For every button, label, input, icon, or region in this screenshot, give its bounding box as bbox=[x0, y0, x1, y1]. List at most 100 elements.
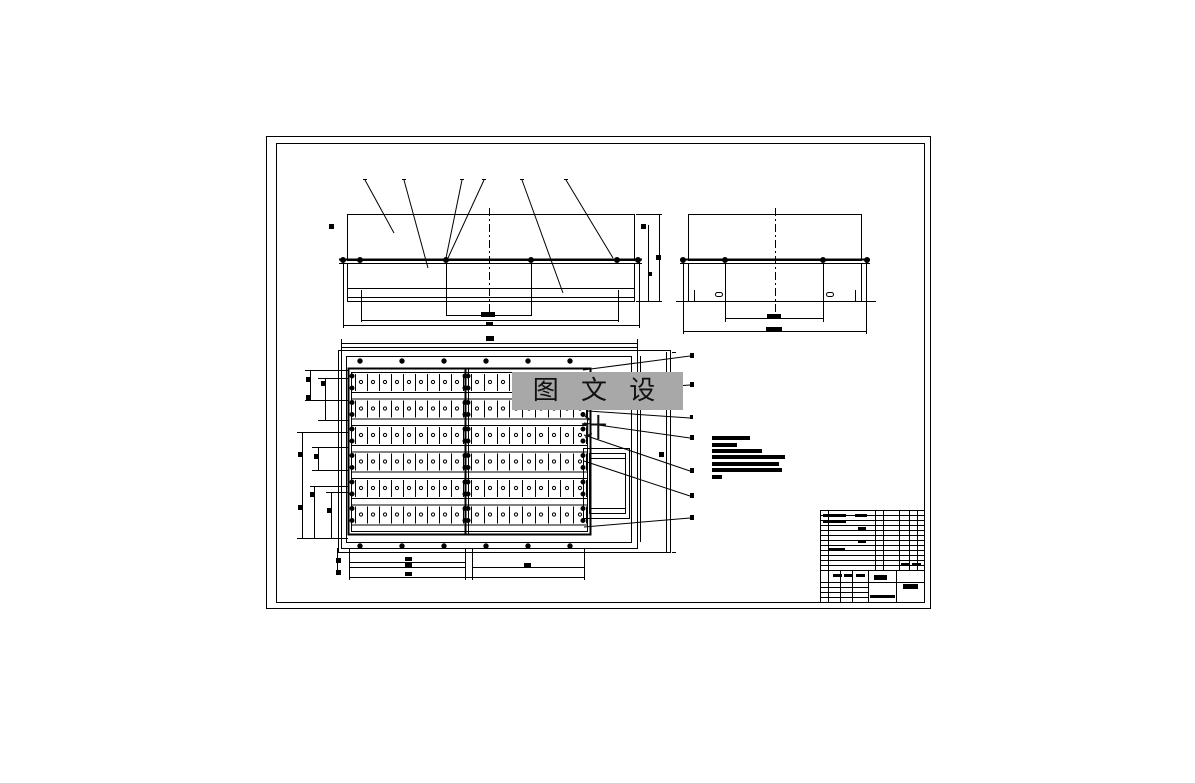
bolt-hole bbox=[474, 459, 480, 464]
bolt-hole bbox=[418, 512, 424, 517]
title-block bbox=[820, 510, 925, 603]
frame-bolt bbox=[525, 358, 531, 364]
row-bolt bbox=[465, 385, 471, 391]
bolt-hole bbox=[382, 406, 388, 411]
bolt-hole bbox=[370, 432, 376, 438]
bolt-hole bbox=[513, 459, 519, 464]
frame-bolt bbox=[483, 543, 489, 549]
bolt-hole bbox=[442, 459, 448, 464]
row-bolt bbox=[465, 465, 471, 470]
row-bolt bbox=[349, 426, 355, 432]
side-view bbox=[676, 208, 876, 334]
bolt-hole bbox=[394, 432, 400, 438]
bolt-hole bbox=[487, 485, 493, 491]
row-bolt bbox=[465, 438, 471, 444]
bolt-hole bbox=[370, 459, 376, 464]
bolt-hole bbox=[577, 459, 583, 464]
bolt-hole bbox=[358, 406, 364, 411]
bolt-hole bbox=[370, 512, 376, 517]
row-bolt bbox=[349, 479, 355, 485]
bolt-hole bbox=[430, 379, 436, 385]
bolt-hole bbox=[430, 406, 436, 411]
row-bolt bbox=[349, 506, 355, 511]
bolt-hole bbox=[526, 459, 532, 464]
row-bolt bbox=[465, 491, 471, 497]
row-bolt bbox=[465, 373, 471, 379]
bolt-hole bbox=[500, 406, 506, 411]
bolt-hole bbox=[474, 512, 480, 517]
frame-bolt bbox=[399, 358, 405, 364]
title-block-text-marks bbox=[823, 514, 921, 598]
row-bolt bbox=[465, 412, 471, 417]
bolt-hole bbox=[551, 485, 557, 491]
bolt-hole bbox=[418, 379, 424, 385]
bolt-hole bbox=[526, 432, 532, 438]
bolt-hole bbox=[406, 485, 412, 491]
bolt-hole bbox=[513, 512, 519, 517]
bolt-hole bbox=[538, 459, 544, 464]
row-bolt bbox=[580, 426, 586, 432]
bolt-hole bbox=[418, 485, 424, 491]
bolt-hole bbox=[454, 379, 460, 385]
row-bolt bbox=[580, 465, 586, 470]
right-balloon-marks bbox=[690, 353, 694, 520]
bolt-hole bbox=[430, 485, 436, 491]
row-bolt bbox=[349, 385, 355, 391]
bolt-hole bbox=[370, 406, 376, 411]
row-bolt bbox=[349, 453, 355, 458]
bolt-hole bbox=[406, 379, 412, 385]
bolt-hole bbox=[370, 485, 376, 491]
row-bolt bbox=[465, 453, 471, 458]
watermark-banner: 图 文 设 计 bbox=[512, 372, 683, 444]
bolt-hole bbox=[418, 406, 424, 411]
bolt-hole bbox=[500, 432, 506, 438]
row-bolt bbox=[465, 426, 471, 432]
bolt-hole bbox=[406, 432, 412, 438]
top-leader-lines bbox=[363, 179, 614, 294]
bolt-hole bbox=[474, 485, 480, 491]
row-bolt bbox=[349, 412, 355, 417]
row-bolt bbox=[465, 518, 471, 523]
frame-bolt bbox=[567, 358, 573, 364]
bolt-hole bbox=[418, 459, 424, 464]
bolt-hole bbox=[418, 432, 424, 438]
row-bolt bbox=[349, 438, 355, 444]
bolt-hole bbox=[577, 512, 583, 517]
bolt-hole bbox=[538, 432, 544, 438]
bolt-hole bbox=[394, 459, 400, 464]
bolt-hole bbox=[454, 512, 460, 517]
bolt-hole bbox=[577, 432, 583, 438]
bolt-hole bbox=[538, 512, 544, 517]
outer-border bbox=[266, 136, 931, 609]
row-bolt bbox=[580, 453, 586, 458]
row-bolt bbox=[580, 438, 586, 444]
bolt-hole bbox=[500, 459, 506, 464]
plan-view-dimension-marks bbox=[298, 336, 664, 576]
bolt-hole bbox=[394, 485, 400, 491]
bolt-hole bbox=[430, 432, 436, 438]
bolt-hole bbox=[442, 485, 448, 491]
bolt-hole bbox=[358, 512, 364, 517]
bolt-hole bbox=[564, 459, 570, 464]
bolt-hole bbox=[382, 485, 388, 491]
bolt-hole bbox=[454, 459, 460, 464]
bolt-hole bbox=[487, 432, 493, 438]
bolt-hole bbox=[500, 485, 506, 491]
bolt-hole bbox=[538, 485, 544, 491]
bolt-hole bbox=[551, 512, 557, 517]
bolt-hole bbox=[382, 459, 388, 464]
frame-bolt bbox=[357, 543, 363, 549]
row-bolt bbox=[465, 400, 471, 405]
bolt-hole bbox=[551, 459, 557, 464]
bolt-hole bbox=[442, 379, 448, 385]
bolt-hole bbox=[564, 432, 570, 438]
bolt-hole bbox=[358, 379, 364, 385]
row-bolt bbox=[465, 479, 471, 485]
row-bolt bbox=[349, 518, 355, 523]
row-bolt bbox=[580, 491, 586, 497]
row-bolt bbox=[580, 506, 586, 511]
frame-bolt bbox=[525, 543, 531, 549]
bolt-hole bbox=[564, 485, 570, 491]
